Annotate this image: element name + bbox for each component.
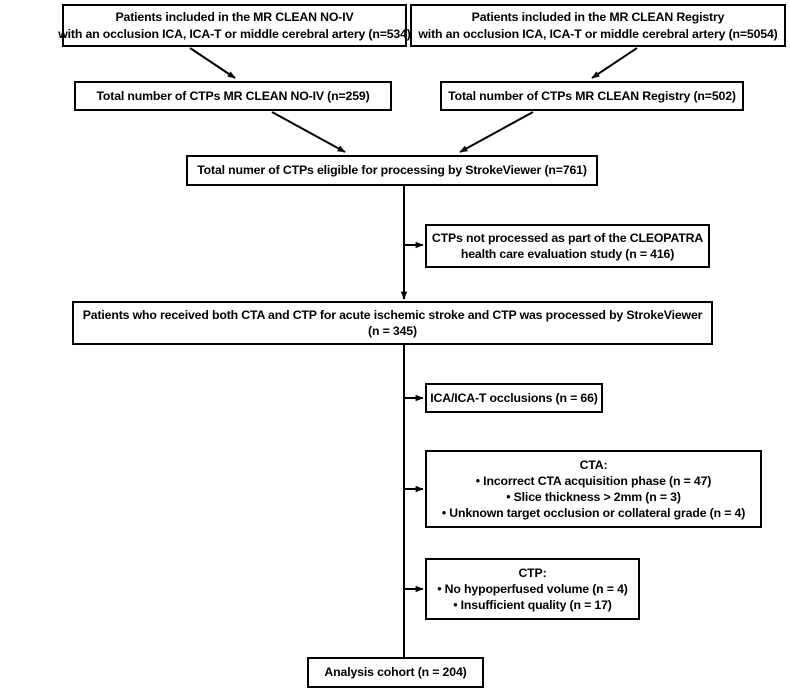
patients-both-cta-and-ctp-line-2: (n = 345) — [368, 324, 417, 338]
ctps-not-processed-line-2: health care evaluation study (n = 416) — [460, 247, 675, 261]
total-ctps-eligible-label: Total numer of CTPs eligible for process… — [197, 163, 587, 178]
mr-clean-no-iv-source-box: Patients included in the MR CLEAN NO-IV … — [58, 4, 411, 47]
cta-exclusions-box: CTA: • Incorrect CTA acquisition phase (… — [425, 450, 762, 528]
arrow-noiv-ctp-to-eligible — [271, 111, 346, 153]
ica-ica-t-occlusions-label: ICA/ICA-T occlusions (n = 66) — [430, 390, 598, 405]
ctp-exclusion-item-2: • Insufficient quality (n = 17) — [453, 598, 612, 613]
ctp-exclusion-item-1: • No hypoperfused volume (n = 4) — [437, 581, 628, 596]
mr-clean-registry-source-line-1: Patients included in the MR CLEAN Regist… — [471, 10, 725, 25]
arrow-registry-source-to-registry-ctp — [591, 47, 638, 79]
cta-exclusion-item-3: • Unknown target occlusion or collateral… — [441, 506, 746, 521]
cta-exclusion-item-2: • Slice thickness > 2mm (n = 3) — [506, 490, 681, 504]
total-ctps-eligible-box: Total numer of CTPs eligible for process… — [186, 155, 598, 186]
total-ctps-no-iv-label: Total number of CTPs MR CLEAN NO-IV (n=2… — [96, 88, 370, 103]
total-ctps-registry-label: Total number of CTPs MR CLEAN Registry (… — [448, 88, 736, 103]
mr-clean-registry-source-box: Patients included in the MR CLEAN Regist… — [410, 4, 786, 47]
mr-clean-registry-source-line-2: with an occlusion ICA, ICA-T or middle c… — [418, 26, 778, 41]
patients-both-cta-and-ctp-box: Patients who received both CTA and CTP f… — [72, 301, 713, 345]
mr-clean-no-iv-source-line-1: Patients included in the MR CLEAN NO-IV — [115, 10, 354, 25]
ica-ica-t-occlusions-box: ICA/ICA-T occlusions (n = 66) — [425, 383, 603, 413]
cta-exclusion-item-1: • Incorrect CTA acquisition phase (n = 4… — [475, 473, 712, 488]
arrow-registry-ctp-to-eligible — [459, 111, 534, 153]
patients-both-cta-and-ctp-line-1: Patients who received both CTA and CTP f… — [82, 307, 703, 322]
analysis-cohort-label: Analysis cohort (n = 204) — [324, 665, 467, 680]
ctps-not-processed-cleopatra-box: CTPs not processed as part of the CLEOPA… — [425, 224, 710, 268]
ctp-exclusions-heading: CTP: — [518, 565, 547, 580]
total-ctps-registry-box: Total number of CTPs MR CLEAN Registry (… — [440, 81, 744, 111]
mr-clean-no-iv-source-line-2: with an occlusion ICA, ICA-T or middle c… — [58, 26, 411, 41]
cta-exclusions-heading: CTA: — [579, 457, 608, 472]
total-ctps-no-iv-box: Total number of CTPs MR CLEAN NO-IV (n=2… — [74, 81, 392, 111]
ctps-not-processed-line-1: CTPs not processed as part of the CLEOPA… — [431, 230, 704, 245]
ctp-exclusions-box: CTP: • No hypoperfused volume (n = 4) • … — [425, 558, 640, 620]
analysis-cohort-box: Analysis cohort (n = 204) — [307, 657, 484, 688]
arrow-noiv-source-to-noiv-ctp — [189, 47, 236, 79]
